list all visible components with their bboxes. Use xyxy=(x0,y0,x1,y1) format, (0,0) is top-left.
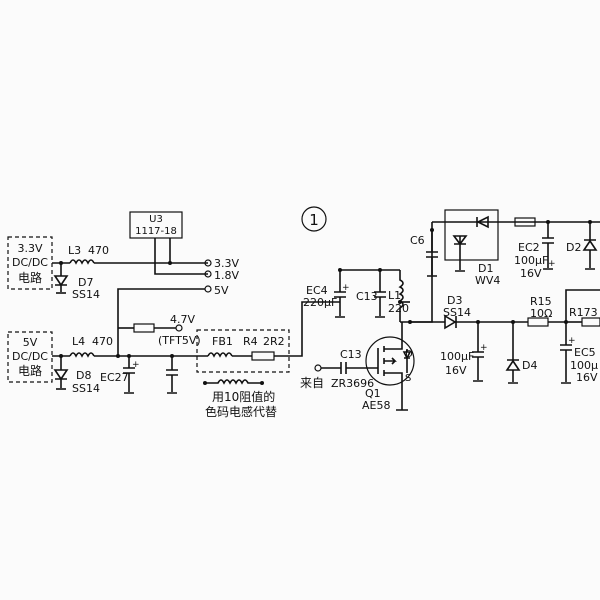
c-100uf-capacitor xyxy=(472,322,484,382)
r-top-resistor xyxy=(514,217,536,227)
gate-input-terminal xyxy=(314,364,322,372)
fb1-label: FB1 xyxy=(212,335,233,348)
note-inductor xyxy=(205,379,262,385)
r173-label: R173 xyxy=(569,306,598,319)
dc5-line2: DC/DC xyxy=(12,350,48,363)
out-18-terminal xyxy=(204,270,212,278)
d7-value: SS14 xyxy=(72,288,100,301)
ec5-capacitor xyxy=(560,322,572,384)
svg-text:+: + xyxy=(480,343,488,353)
dc5-line3: 电路 xyxy=(18,363,42,378)
r15-value: 10Ω xyxy=(530,307,552,320)
l3-value: 470 xyxy=(88,244,109,257)
out-33-terminal xyxy=(204,259,212,267)
d2-diode xyxy=(582,222,598,270)
l4-inductor xyxy=(69,352,95,358)
ec5-voltage: 16V xyxy=(576,371,598,384)
r15-label: R15 xyxy=(530,295,552,308)
ec2-capacitor xyxy=(542,222,554,270)
svg-text:+: + xyxy=(132,360,140,370)
u3-part: 1117-18 xyxy=(135,226,177,237)
tft5v-label: (TFT5V) xyxy=(158,334,201,347)
cap100-voltage: 16V xyxy=(445,364,467,377)
c6-label: C6 xyxy=(410,234,425,247)
l3-label: L3 xyxy=(68,244,81,257)
l3-inductor xyxy=(69,259,95,265)
dc5-line1: 5V xyxy=(23,336,38,349)
l1-label: L1 xyxy=(388,289,401,302)
ec4-value: 220μF xyxy=(303,296,337,309)
d3-value: SS14 xyxy=(443,306,471,319)
ec4-capacitor xyxy=(334,270,346,318)
d8-label: D8 xyxy=(76,369,91,382)
source-label: 来自 xyxy=(300,376,324,390)
r4-resistor xyxy=(251,351,275,361)
fb1-inductor xyxy=(207,352,233,358)
out-5v-terminal xyxy=(204,285,212,293)
ec27-label: EC27 xyxy=(100,371,129,384)
q1-value: AE58 xyxy=(362,399,390,412)
svg-text:+: + xyxy=(342,283,350,293)
q1-label: Q1 xyxy=(365,387,381,400)
d4-label: D4 xyxy=(522,359,537,372)
r173-resistor xyxy=(581,317,600,327)
ec2-label: EC2 xyxy=(518,241,540,254)
d8-value: SS14 xyxy=(72,382,100,395)
section-number: 1 xyxy=(309,211,319,229)
l1-value: 220 xyxy=(388,302,409,315)
svg-text:+: + xyxy=(548,259,556,269)
c13-gate-capacitor xyxy=(321,362,378,374)
ec2-voltage: 16V xyxy=(520,267,542,280)
q1-mosfet xyxy=(365,336,415,386)
d1-label: D1 xyxy=(478,262,493,275)
c13-top-capacitor xyxy=(374,270,386,318)
d1-value: WV4 xyxy=(475,274,500,287)
q1-pin-s: S xyxy=(405,373,411,384)
dc5-block xyxy=(7,331,53,383)
d3-label: D3 xyxy=(447,294,462,307)
fb1-r4-box xyxy=(196,329,290,373)
d4-diode xyxy=(505,322,521,384)
c13b-label: C13 xyxy=(340,348,362,361)
svg-text:+: + xyxy=(568,336,576,346)
ec5-value: 100μ xyxy=(570,359,598,372)
section-number-circle xyxy=(301,206,327,232)
note-line2: 色码电感代替 xyxy=(205,404,277,419)
out-18-label: 1.8V xyxy=(214,269,239,282)
c13a-label: C13 xyxy=(356,290,378,303)
cap100-value: 100μF xyxy=(440,350,474,363)
out-33-label: 3.3V xyxy=(214,257,239,270)
l4-value: 470 xyxy=(92,335,113,348)
l1-inductor xyxy=(398,270,404,322)
zr-label: ZR3696 xyxy=(331,377,374,390)
r4-value: 2R2 xyxy=(263,335,285,348)
c6-capacitor xyxy=(426,230,438,277)
ec4-label: EC4 xyxy=(306,284,328,297)
ec5-label: EC5 xyxy=(574,346,596,359)
d2-label: D2 xyxy=(566,241,581,254)
ec2-value: 100μF xyxy=(514,254,548,267)
tp-47v xyxy=(175,324,183,332)
note-line1: 用10阻值的 xyxy=(212,389,275,404)
r4-label: R4 xyxy=(243,335,258,348)
d7-diode xyxy=(53,275,69,287)
dc33-line3: 电路 xyxy=(18,270,42,285)
dc33-line2: DC/DC xyxy=(12,256,48,269)
u3-ref: U3 xyxy=(149,214,163,225)
d1-box xyxy=(444,209,499,261)
q1-pin-d: D xyxy=(405,349,413,360)
r47-resistor xyxy=(133,323,155,333)
ec27-capacitor xyxy=(123,356,135,394)
dc33-line1: 3.3V xyxy=(17,242,42,255)
u3-box xyxy=(129,211,183,239)
d8-diode xyxy=(53,369,69,381)
out-5v-label: 5V xyxy=(214,284,229,297)
l4-label: L4 xyxy=(72,335,85,348)
c-filter xyxy=(166,356,178,394)
d7-label: D7 xyxy=(78,276,93,289)
r47-label: 4.7V xyxy=(170,313,195,326)
